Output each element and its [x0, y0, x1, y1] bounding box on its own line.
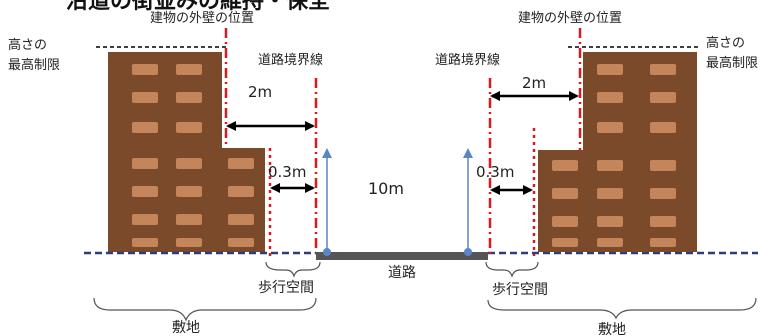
left-walkway-brace: [265, 261, 321, 278]
right-0-3m-label: 0.3m: [476, 163, 514, 181]
left-walkway-label: 歩行空間: [258, 280, 314, 296]
left-0-3m-label: 0.3m: [268, 163, 306, 181]
left-site-brace: [93, 297, 317, 322]
road-label: 道路: [388, 265, 416, 281]
left-2m-label: 2m: [248, 83, 272, 101]
right-walkway-label: 歩行空間: [492, 282, 548, 298]
left-side: 高さの 最高制限 建物の外壁の位置 道路境界線 2m 0.3m: [8, 11, 323, 336]
right-building-windows: [552, 64, 676, 247]
right-walkway-brace: [485, 261, 539, 278]
left-building-windows: [132, 64, 254, 247]
right-height-limit-label: 高さの: [706, 35, 745, 51]
right-2m-label: 2m: [522, 74, 546, 92]
left-height-limit-label-2: 最高制限: [8, 57, 60, 73]
left-height-limit-label: 高さの: [8, 37, 47, 53]
road-surface: [316, 252, 488, 260]
left-site-label: 敷地: [172, 320, 200, 336]
right-wall-position-label: 建物の外壁の位置: [518, 11, 622, 26]
right-road-edge-dot: [464, 248, 472, 256]
left-wall-position-label: 建物の外壁の位置: [150, 11, 254, 26]
diagram-title: 沿道の街並みの維持・保全: [66, 0, 331, 14]
left-road-edge-dot: [323, 248, 331, 256]
right-side: 高さの 最高制限 建物の外壁の位置 道路境界線 2m 0.3m: [435, 11, 758, 336]
right-height-limit-label-2: 最高制限: [706, 55, 758, 71]
right-boundary-label: 道路境界線: [435, 52, 500, 68]
road-width-label: 10m: [368, 179, 404, 198]
right-site-label: 敷地: [598, 322, 626, 336]
road: 10m 道路: [84, 148, 758, 281]
right-site-brace: [487, 297, 757, 320]
left-boundary-label: 道路境界線: [258, 52, 323, 68]
